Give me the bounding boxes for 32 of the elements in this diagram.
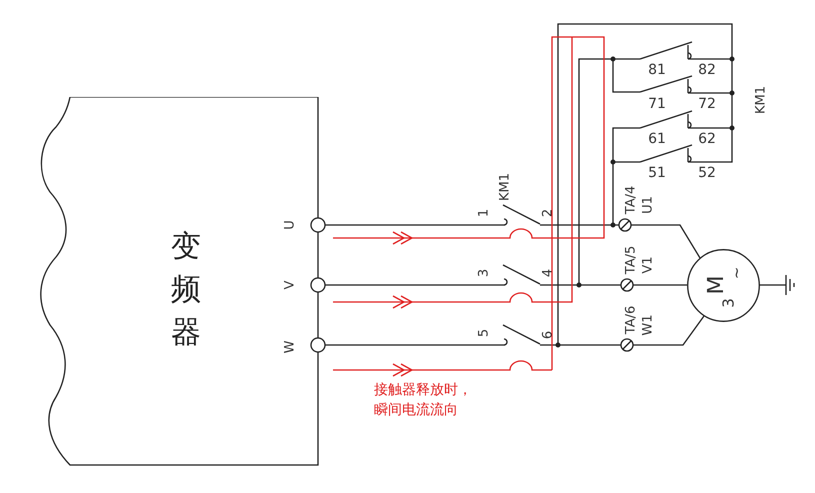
inverter-label: 变频器 xyxy=(170,228,202,352)
contact-number: 2 xyxy=(542,208,554,218)
contact-number: 4 xyxy=(542,268,554,278)
contact-number: 81 xyxy=(648,63,666,77)
phase-label: W xyxy=(284,340,296,354)
terminal-label: TA/5 xyxy=(624,246,638,274)
terminal-label: V1 xyxy=(642,256,654,274)
contact-number: 6 xyxy=(542,330,554,340)
terminal-label: U1 xyxy=(642,196,654,214)
phase-number: 3 xyxy=(722,298,736,308)
terminal-label: TA/6 xyxy=(624,306,638,334)
phase-label: U xyxy=(284,220,296,230)
phase-label: V xyxy=(284,280,296,290)
note-text: 接触器释放时，瞬间电流流向 xyxy=(374,381,473,420)
contact-number: 52 xyxy=(698,166,716,180)
contact-number: 3 xyxy=(478,268,490,278)
contact-number: 82 xyxy=(698,63,716,77)
contact-number: 71 xyxy=(648,97,666,111)
ac-symbol: ~ xyxy=(730,266,744,280)
contact-number: 72 xyxy=(698,97,716,111)
contact-number: 5 xyxy=(478,328,490,338)
motor-circle xyxy=(687,249,760,322)
contact-number: 1 xyxy=(478,208,490,218)
terminal-label: TA/4 xyxy=(624,186,638,214)
inverter-box xyxy=(38,97,319,466)
contactor-label: KM1 xyxy=(754,86,768,114)
contact-number: 51 xyxy=(648,166,666,180)
contact-number: 61 xyxy=(648,132,666,146)
contact-number: 62 xyxy=(698,132,716,146)
terminal-label: W1 xyxy=(642,314,654,336)
motor-symbol: M xyxy=(706,276,728,294)
contactor-label: KM1 xyxy=(498,173,512,201)
